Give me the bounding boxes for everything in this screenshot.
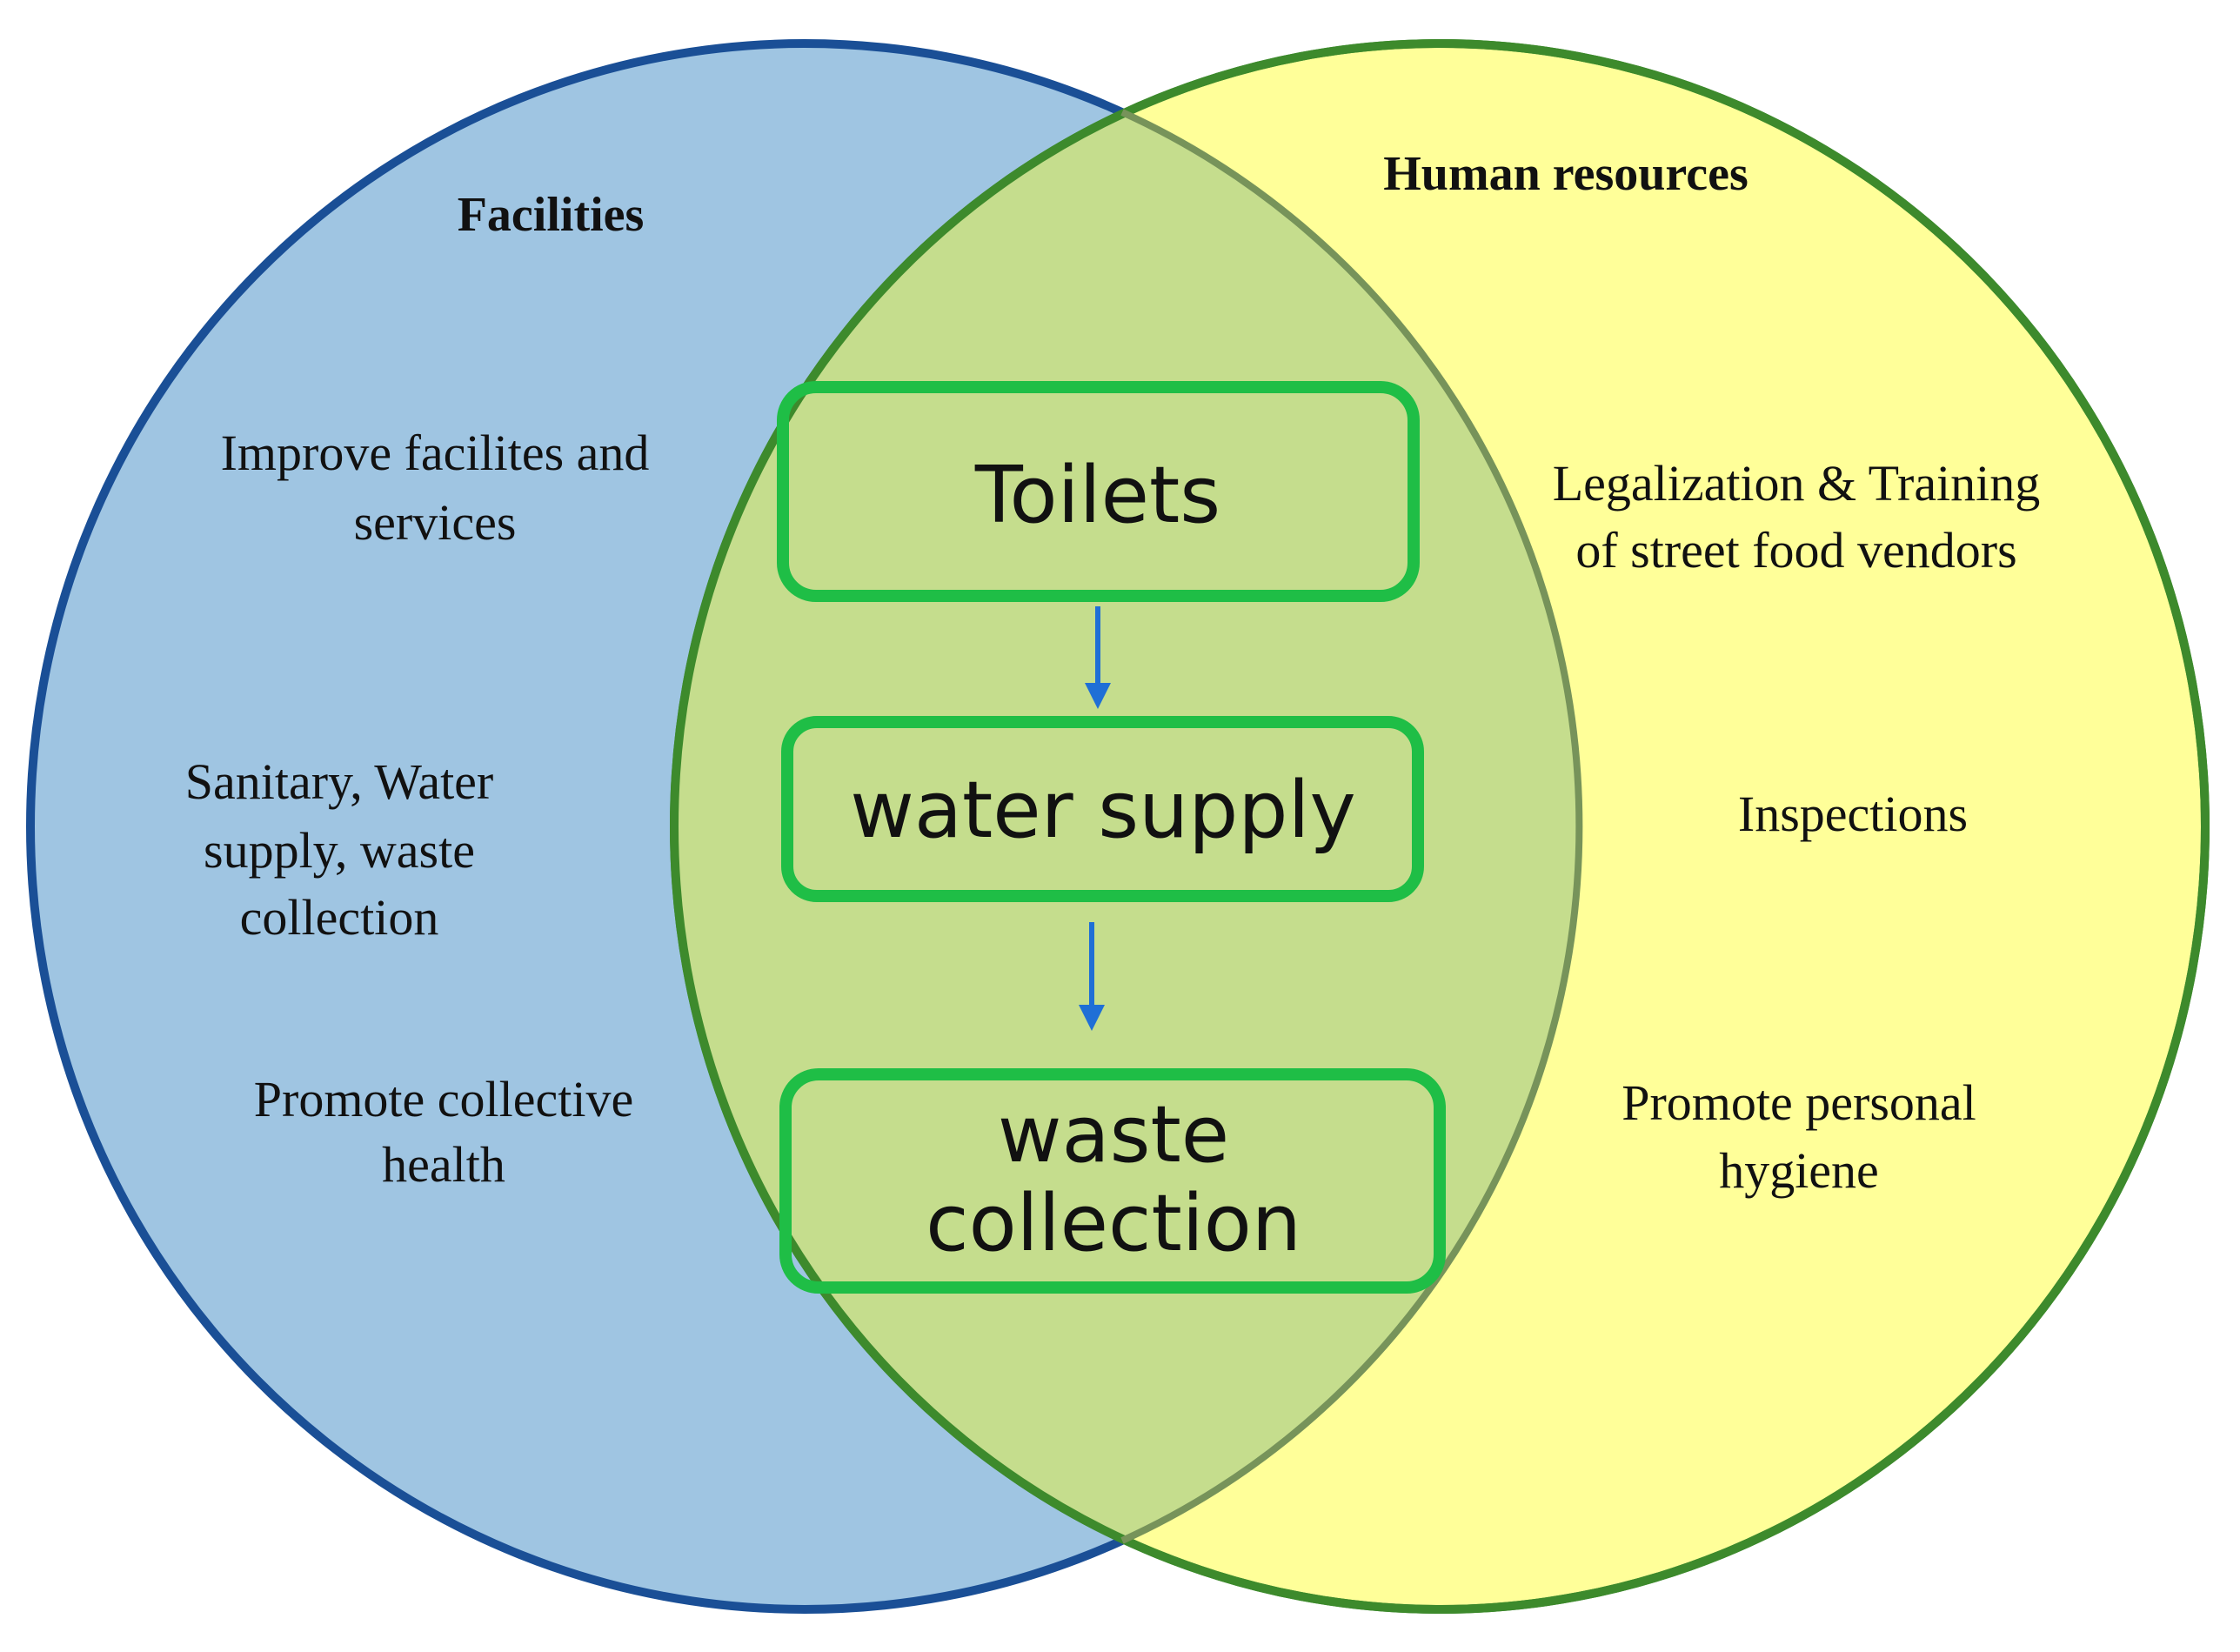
- svg-text:Sanitary, Water: Sanitary, Water: [185, 753, 494, 810]
- svg-text:Inspections: Inspections: [1738, 786, 1968, 842]
- svg-text:of street food vendors: of street food vendors: [1575, 522, 2016, 579]
- flow-step-toilets: Toilets: [777, 381, 1420, 602]
- svg-text:hygiene: hygiene: [1719, 1142, 1879, 1199]
- human-resources-item-2: Inspections: [1738, 786, 1968, 842]
- svg-text:collection: collection: [240, 889, 439, 946]
- facilities-item-1: Improve facilites and services: [221, 425, 650, 551]
- human-resources-item-3: Promote personal hygiene: [1621, 1074, 1976, 1199]
- svg-text:water supply: water supply: [850, 765, 1355, 856]
- flow-step-water-supply: water supply: [781, 716, 1424, 902]
- facilities-title: Facilities: [458, 188, 645, 242]
- svg-text:waste: waste: [998, 1089, 1229, 1180]
- svg-text:Toilets: Toilets: [974, 450, 1220, 541]
- svg-text:Improve facilites and: Improve facilites and: [221, 425, 650, 481]
- human-resources-circle-outline: [670, 39, 2210, 1614]
- svg-text:Promote personal: Promote personal: [1621, 1074, 1976, 1131]
- facilities-item-3: Promote collective health: [254, 1071, 633, 1193]
- human-resources-title: Human resources: [1383, 147, 1748, 201]
- svg-text:Legalization & Training: Legalization & Training: [1553, 455, 2041, 512]
- human-resources-item-1: Legalization & Training of street food v…: [1553, 455, 2041, 579]
- svg-text:supply, waste: supply, waste: [204, 822, 475, 879]
- overlap-boundary: [1120, 109, 1583, 1544]
- facilities-item-2: Sanitary, Water supply, waste collection: [185, 753, 494, 946]
- svg-text:Promote collective: Promote collective: [254, 1071, 633, 1127]
- svg-text:collection: collection: [926, 1178, 1301, 1269]
- flow-step-waste-collection: waste collection: [779, 1068, 1446, 1294]
- svg-text:health: health: [382, 1136, 505, 1193]
- svg-text:services: services: [354, 494, 517, 551]
- overlap-region: [674, 43, 1579, 1609]
